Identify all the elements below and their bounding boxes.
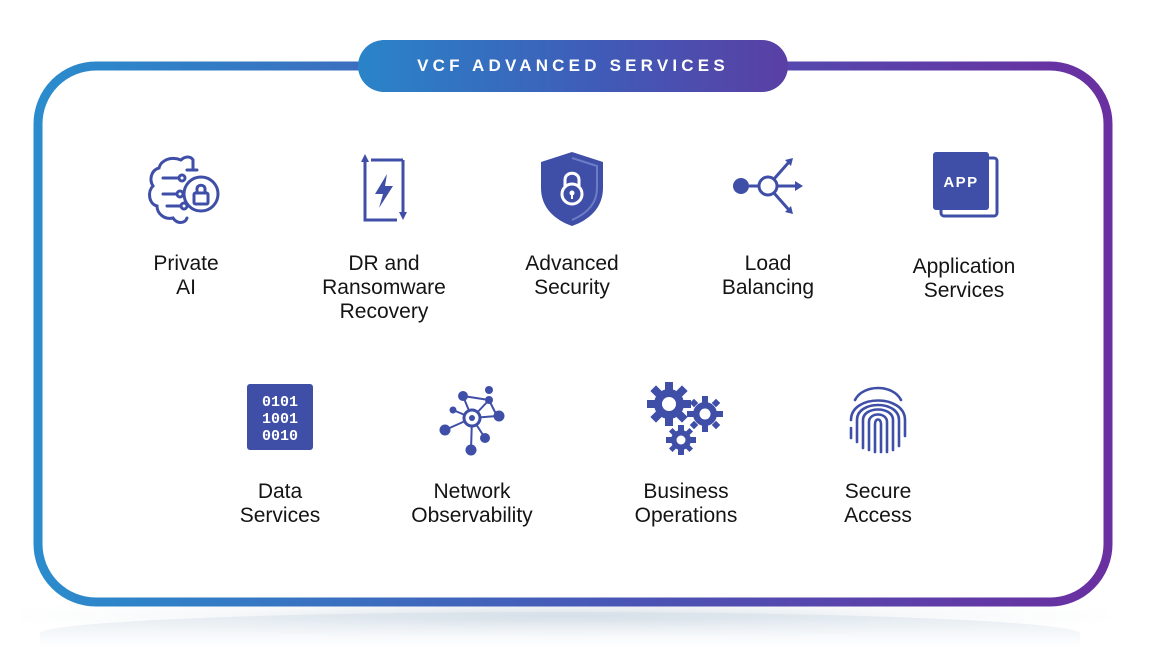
service-label: Private AI [153,252,219,299]
service-application-services: APP Application Services [874,148,1054,303]
service-label: Advanced Security [525,252,619,299]
load-balancer-icon [733,158,803,214]
frame-reflection [40,612,1080,648]
service-label: Secure Access [844,480,912,527]
binary-row: 0101 [262,394,298,411]
service-secure-access: Secure Access [788,376,968,528]
service-private-ai: Private AI [96,148,276,300]
brain-lock-icon [148,155,220,224]
recovery-bolt-icon [361,154,407,222]
gears-icon [647,382,723,455]
service-label: Business Operations [634,480,738,527]
binary-data-icon: 0101 1001 0010 [247,384,313,450]
service-business-operations: Business Operations [596,376,776,528]
app-text: APP [943,174,978,191]
service-label: Data Services [239,480,321,527]
binary-row: 1001 [262,411,298,428]
shield-lock-icon [541,152,603,226]
service-network-observability: Network Observability [382,376,562,528]
service-label: Application Services [912,255,1016,302]
service-label: DR and Ransomware Recovery [322,252,446,323]
service-load-balancing: Load Balancing [678,148,858,300]
banner: VCF ADVANCED SERVICES [358,40,788,92]
service-label: Network Observability [411,480,533,527]
binary-row: 0010 [262,428,298,445]
banner-title: VCF ADVANCED SERVICES [417,56,729,75]
service-dr-recovery: DR and Ransomware Recovery [294,148,474,324]
service-data-services: 0101 1001 0010 Data Services [190,376,370,528]
service-label: Load Balancing [721,252,815,299]
fingerprint-icon [849,386,907,454]
service-advanced-security: Advanced Security [482,148,662,300]
network-graph-icon [439,386,505,456]
app-window-icon: APP [933,152,999,218]
